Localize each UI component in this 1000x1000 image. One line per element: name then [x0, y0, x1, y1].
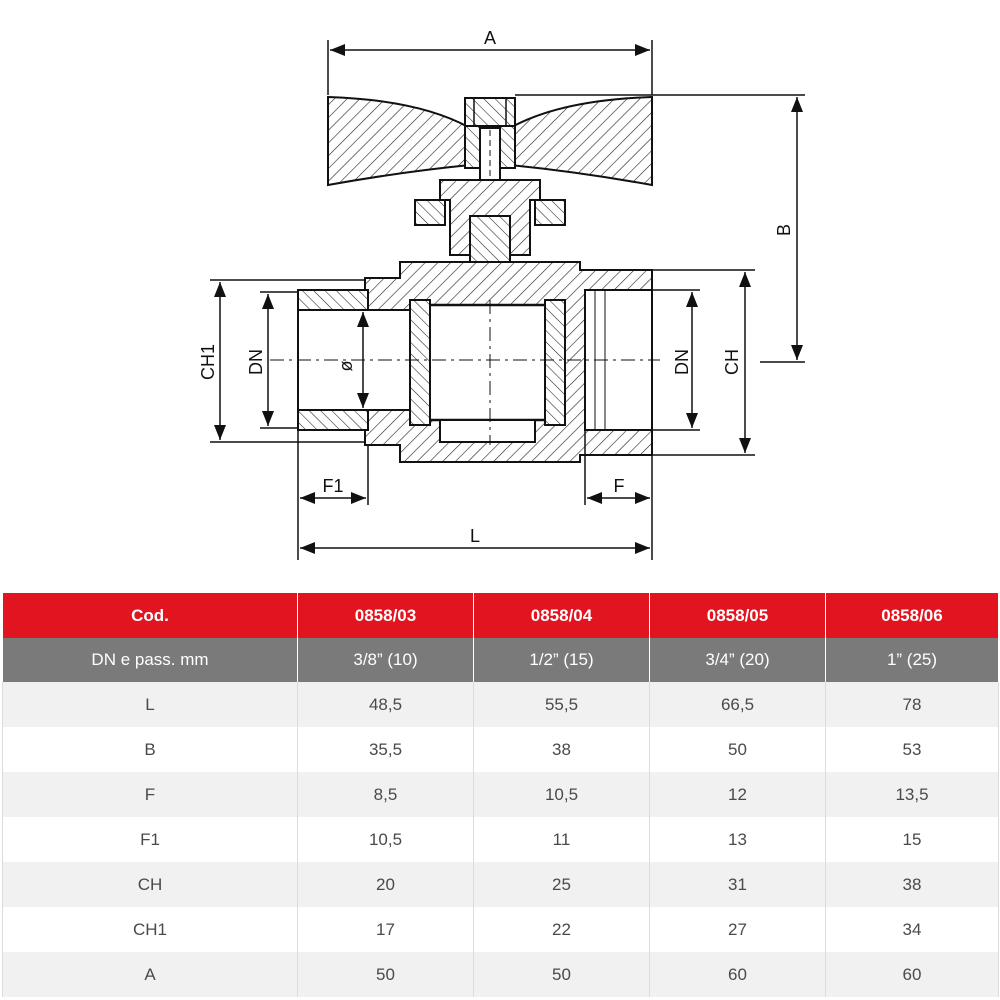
table-cell: 60 [825, 952, 999, 997]
table-cell: 25 [473, 862, 650, 907]
table-cell: 50 [649, 727, 826, 772]
table-cell: 38 [473, 727, 650, 772]
code-cell: 0858/03 [297, 593, 474, 638]
table-cell: 22 [473, 907, 650, 952]
row-label: A [2, 952, 298, 997]
dimension-dn-left: DN [246, 291, 298, 429]
label-f1: F1 [322, 476, 343, 496]
dn-cell: 1/2” (15) [473, 638, 650, 682]
butterfly-handle [327, 95, 653, 187]
table-row: L 48,5 55,5 66,5 78 [2, 682, 999, 727]
dimension-f: F [584, 430, 653, 560]
dn-header-label: DN e pass. mm [2, 638, 298, 682]
label-ch1: CH1 [198, 344, 218, 380]
table-cell: 17 [297, 907, 474, 952]
dn-cell: 3/8” (10) [297, 638, 474, 682]
table-cell: 10,5 [473, 772, 650, 817]
table-cell: 11 [473, 817, 650, 862]
code-header-row: Cod. 0858/03 0858/04 0858/05 0858/06 [2, 593, 999, 638]
dn-cell: 1” (25) [825, 638, 999, 682]
table-cell: 15 [825, 817, 999, 862]
row-label: B [2, 727, 298, 772]
dimension-l: L [300, 526, 650, 554]
dimension-b: B [515, 94, 805, 363]
dn-header-row: DN e pass. mm 3/8” (10) 1/2” (15) 3/4” (… [2, 638, 999, 682]
dimension-bore: ø [336, 312, 369, 408]
table-row: CH 20 25 31 38 [2, 862, 999, 907]
table-cell: 27 [649, 907, 826, 952]
dimension-ch1: CH1 [198, 279, 365, 443]
dn-cell: 3/4” (20) [649, 638, 826, 682]
table-cell: 48,5 [297, 682, 474, 727]
table-cell: 12 [649, 772, 826, 817]
label-dn-left: DN [246, 349, 266, 375]
table-row: F1 10,5 11 13 15 [2, 817, 999, 862]
row-label: F [2, 772, 298, 817]
code-cell: 0858/05 [649, 593, 826, 638]
table-cell: 55,5 [473, 682, 650, 727]
row-label: CH [2, 862, 298, 907]
valve-body [270, 261, 660, 463]
specification-table: Cod. 0858/03 0858/04 0858/05 0858/06 DN … [2, 593, 999, 997]
label-b: B [774, 224, 794, 236]
label-phi: ø [336, 361, 356, 372]
table-cell: 53 [825, 727, 999, 772]
row-label: L [2, 682, 298, 727]
row-label: CH1 [2, 907, 298, 952]
table-cell: 10,5 [297, 817, 474, 862]
table-cell: 20 [297, 862, 474, 907]
table-row: B 35,5 38 50 53 [2, 727, 999, 772]
table-cell: 34 [825, 907, 999, 952]
table-cell: 13 [649, 817, 826, 862]
code-cell: 0858/04 [473, 593, 650, 638]
table-row: A 50 50 60 60 [2, 952, 999, 997]
code-cell: 0858/06 [825, 593, 999, 638]
label-a: A [484, 28, 496, 48]
code-header-label: Cod. [2, 593, 298, 638]
table-cell: 8,5 [297, 772, 474, 817]
table-cell: 38 [825, 862, 999, 907]
label-f: F [614, 476, 625, 496]
table-cell: 35,5 [297, 727, 474, 772]
dimension-f1: F1 [297, 430, 369, 560]
table-cell: 60 [649, 952, 826, 997]
dimension-a: A [327, 28, 653, 95]
table-row: F 8,5 10,5 12 13,5 [2, 772, 999, 817]
label-l: L [470, 526, 480, 546]
table-cell: 13,5 [825, 772, 999, 817]
stem-assembly [414, 179, 566, 302]
table-cell: 66,5 [649, 682, 826, 727]
table-cell: 78 [825, 682, 999, 727]
row-label: F1 [2, 817, 298, 862]
table-cell: 50 [297, 952, 474, 997]
dimension-ch: CH [652, 269, 755, 456]
table-cell: 31 [649, 862, 826, 907]
dimension-dn-right: DN [652, 289, 700, 431]
label-dn-right: DN [672, 349, 692, 375]
label-ch: CH [722, 349, 742, 375]
table-row: CH1 17 22 27 34 [2, 907, 999, 952]
table-cell: 50 [473, 952, 650, 997]
valve-technical-drawing: A B CH DN CH1 [198, 28, 805, 560]
